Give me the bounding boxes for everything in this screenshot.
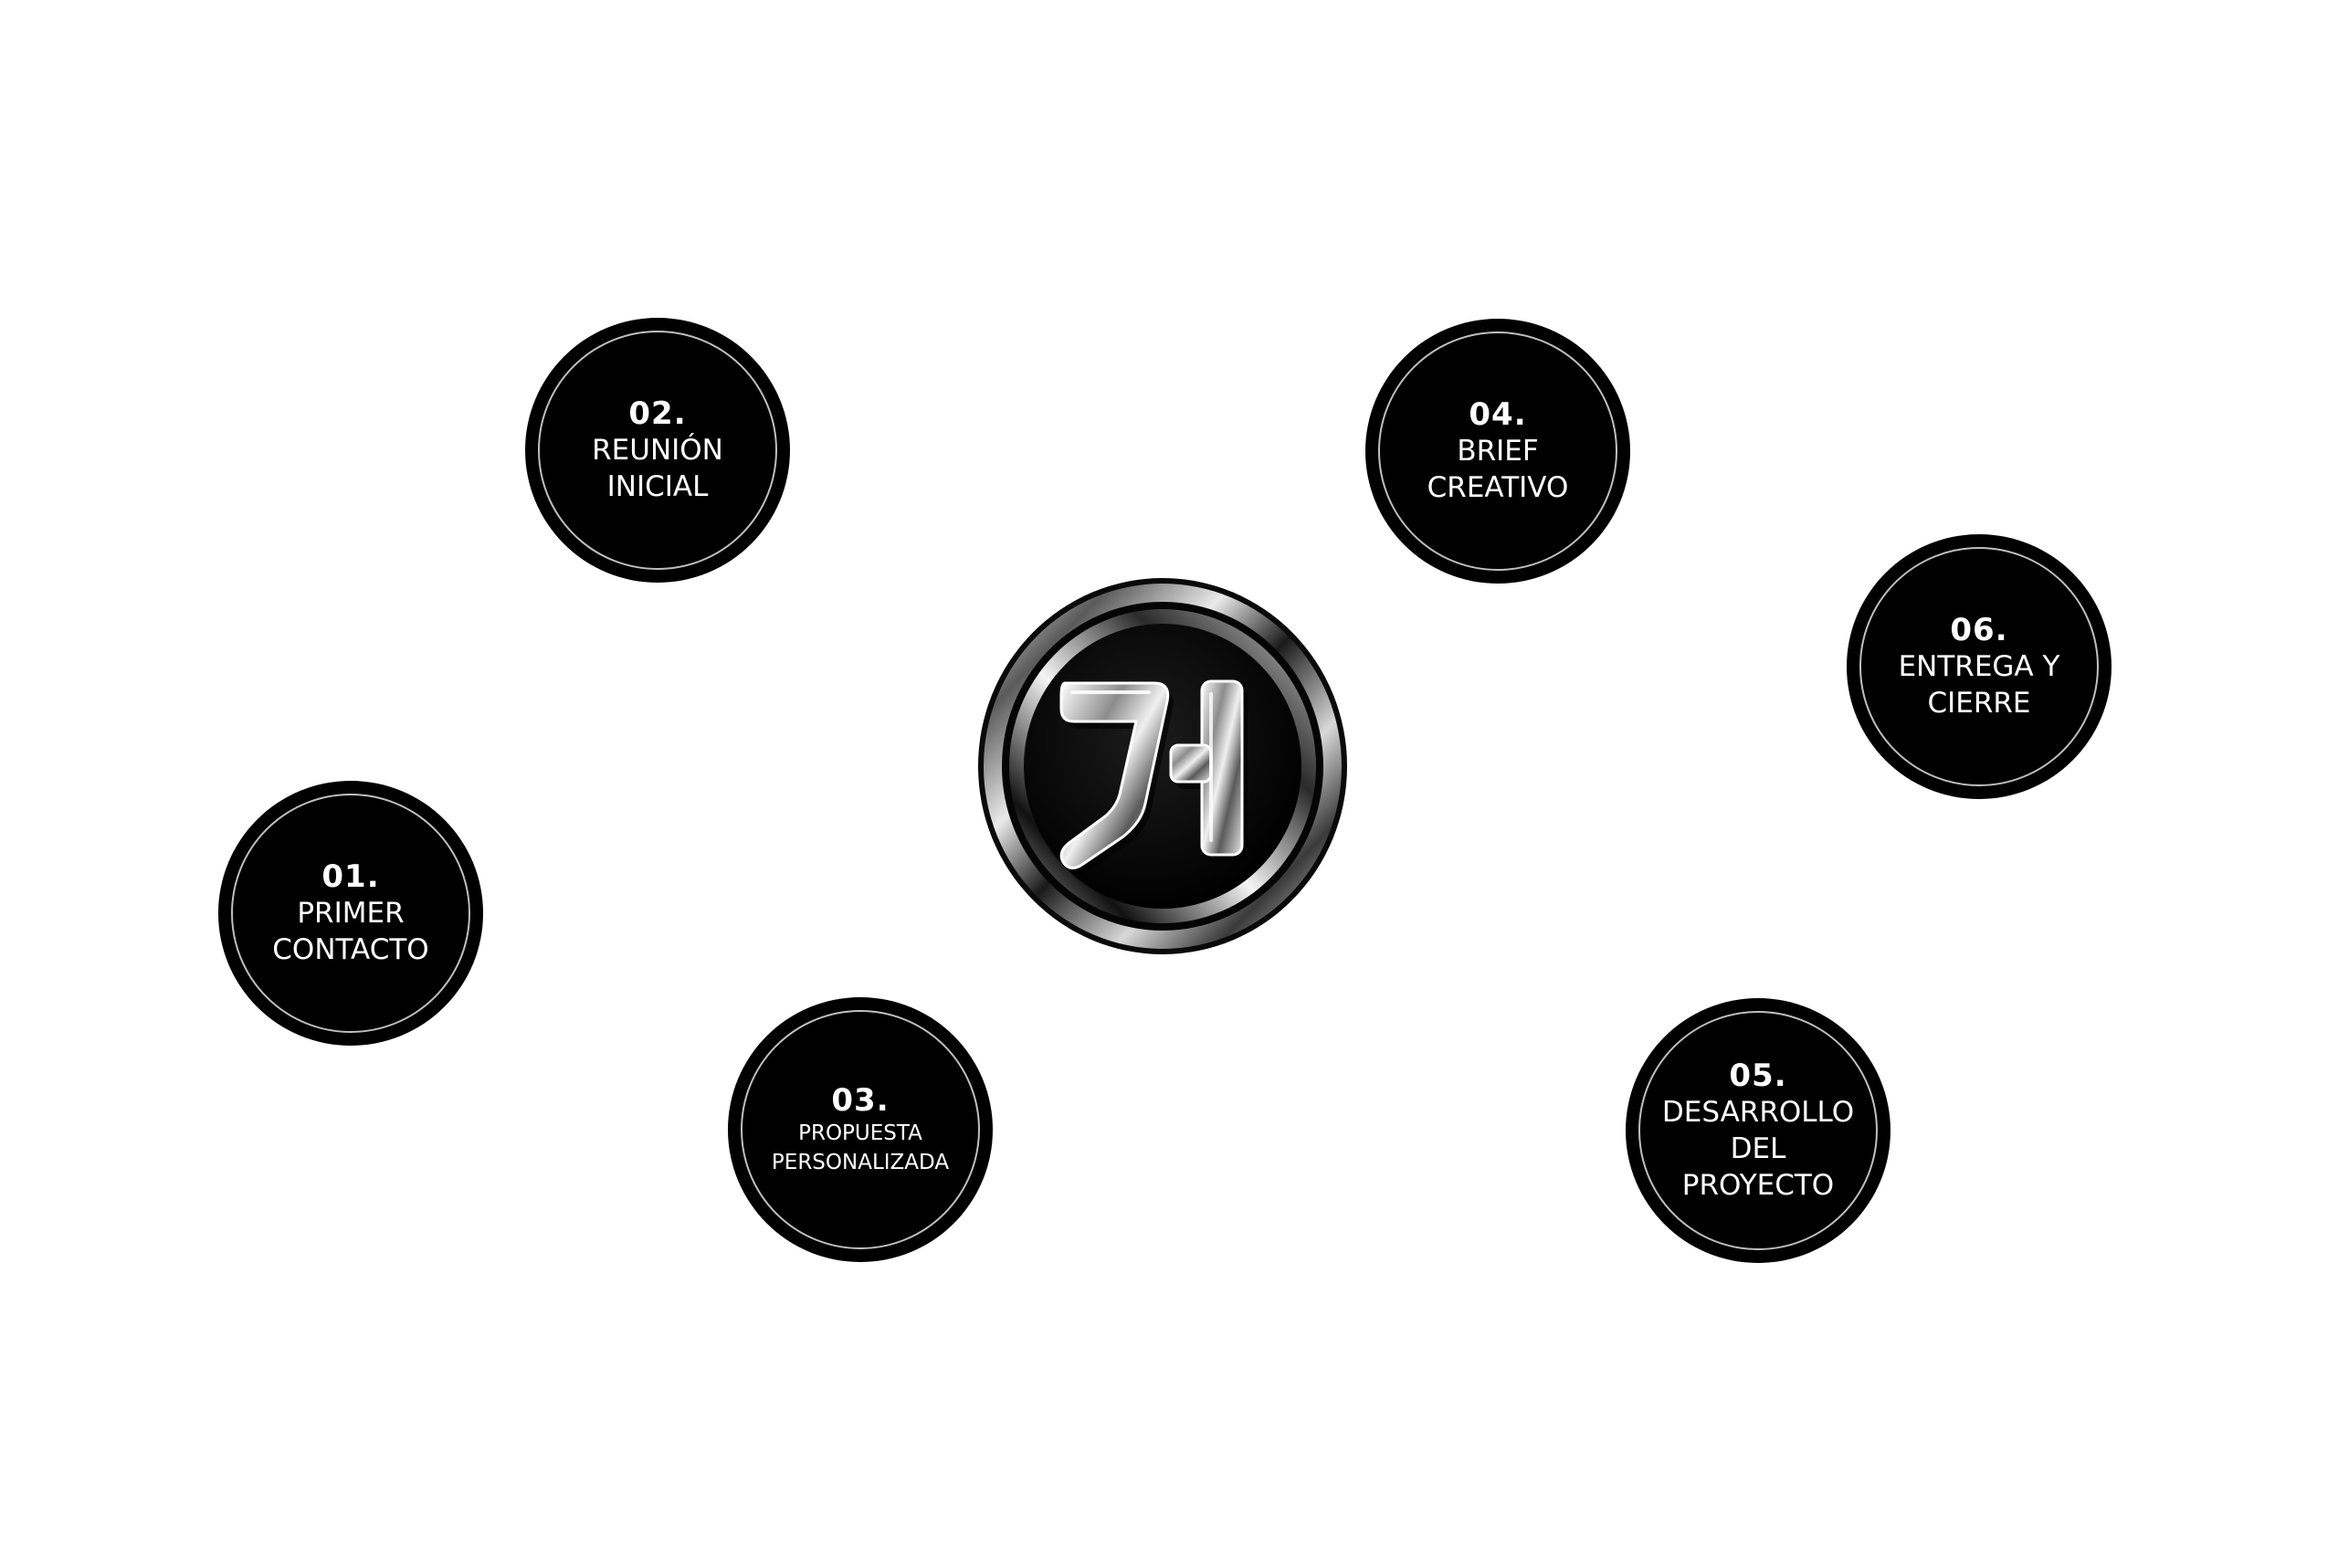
step-entrega-y-cierre: 06. ENTREGA Y CIERRE [1847,534,2112,799]
step-ring [1378,331,1617,571]
step-content: 02. REUNIÓN INICIAL [525,318,790,583]
step-number: 05. [1729,1058,1787,1094]
step-label: PROPUESTA PERSONALIZADA [771,1121,950,1174]
step-brief-creativo: 04. BRIEF CREATIVO [1365,319,1630,584]
step-number: 06. [1950,612,2008,648]
step-ring [741,1010,980,1249]
step-content: 06. ENTREGA Y CIERRE [1847,534,2112,799]
step-label: REUNIÓN INICIAL [592,434,723,503]
step-number: 03. [831,1082,890,1119]
step-desarrollo-del-proyecto: 05. DESARROLLO DEL PROYECTO [1626,998,1890,1263]
step-primer-contacto: 01. PRIMER CONTACTO [218,781,483,1046]
step-content: 05. DESARROLLO DEL PROYECTO [1626,998,1890,1263]
step-content: 04. BRIEF CREATIVO [1365,319,1630,584]
step-number: 02. [628,395,687,432]
step-propuesta-personalizada: 03. PROPUESTA PERSONALIZADA [728,997,993,1262]
chrome-monogram-emblem-icon [975,575,1350,957]
step-number: 04. [1469,396,1527,433]
step-label: BRIEF CREATIVO [1427,435,1569,504]
step-reunion-inicial: 02. REUNIÓN INICIAL [525,318,790,583]
step-content: 03. PROPUESTA PERSONALIZADA [728,997,993,1262]
step-ring [538,331,777,570]
step-label: ENTREGA Y CIERRE [1898,650,2060,720]
step-label: DESARROLLO DEL PROYECTO [1661,1096,1855,1202]
step-number: 01. [321,858,380,895]
step-ring [231,794,470,1033]
step-content: 01. PRIMER CONTACTO [218,781,483,1046]
step-ring [1638,1011,1878,1250]
step-ring [1859,547,2099,786]
step-label: PRIMER CONTACTO [272,897,429,966]
